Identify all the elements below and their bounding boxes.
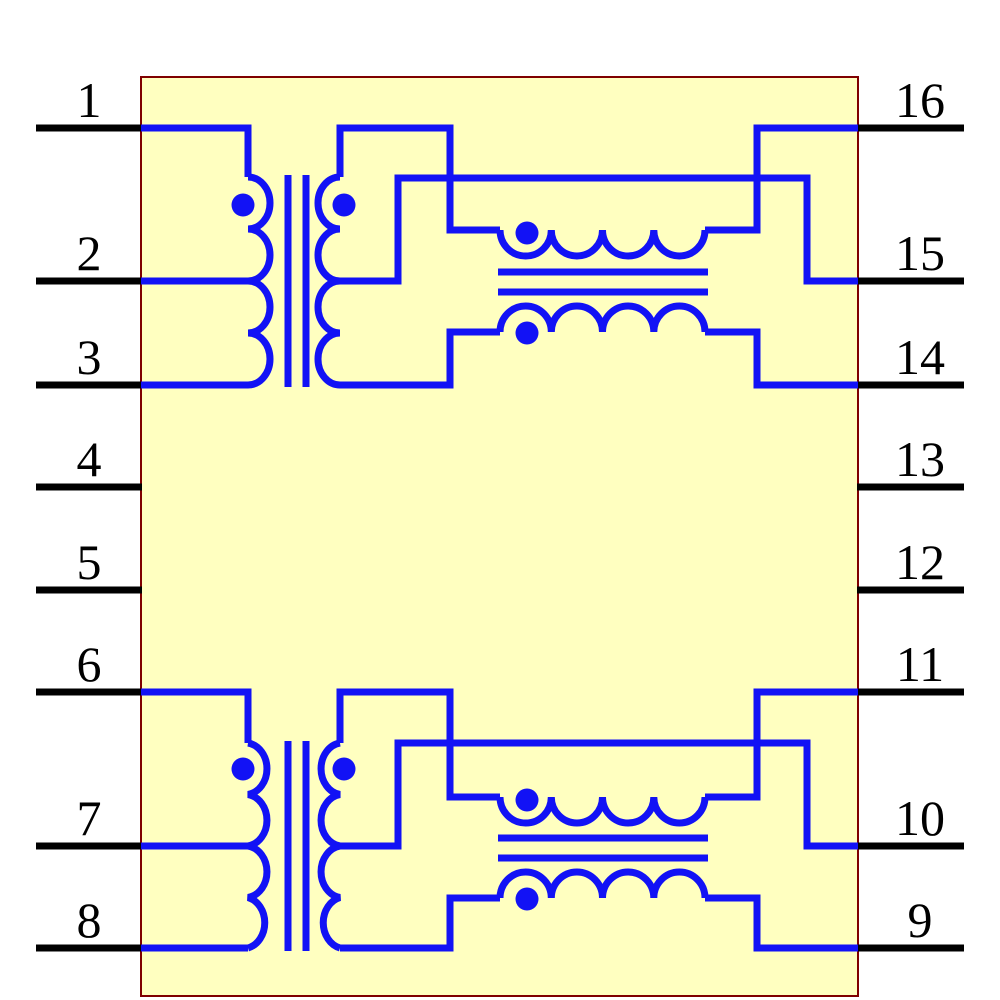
pin-label-6: 6 <box>77 636 102 692</box>
secondary1-bottom-wire <box>340 328 500 389</box>
choke1-to-pin16-wire <box>705 124 858 234</box>
polarity-dot-transformer1-primary <box>231 193 255 217</box>
transformer1-core <box>284 175 310 387</box>
choke1-to-pin14-wire <box>705 328 858 389</box>
pin-label-11: 11 <box>896 636 944 692</box>
transformer1-primary-winding <box>247 173 274 389</box>
polarity-dots <box>231 193 539 911</box>
pin-label-16: 16 <box>895 72 945 128</box>
pin-label-1: 1 <box>77 72 102 128</box>
choke2-core <box>498 834 708 862</box>
pin-label-12: 12 <box>895 534 945 590</box>
secondary1-centertap-to-pin15-wire <box>340 174 858 285</box>
circuit-top <box>141 124 858 389</box>
polarity-dot-choke1-top <box>515 221 539 245</box>
pin-label-8: 8 <box>77 892 102 948</box>
pin-label-9: 9 <box>908 892 933 948</box>
choke1-bottom-winding <box>496 302 709 333</box>
choke2-to-pin9-wire <box>705 894 858 952</box>
circuit-bottom <box>141 688 858 952</box>
pin-label-14: 14 <box>895 329 945 385</box>
secondary2-centertap-to-pin10-wire <box>340 739 858 850</box>
choke2-bottom-winding <box>496 868 709 899</box>
choke1-top-winding <box>496 229 709 260</box>
transformer2-core <box>284 741 310 951</box>
secondary2-top-wire <box>336 688 500 801</box>
pin-label-3: 3 <box>77 329 102 385</box>
secondary2-bottom-wire <box>340 894 500 952</box>
polarity-dot-choke1-bottom <box>515 321 539 345</box>
pin1-wire <box>141 124 252 177</box>
secondary1-top-wire <box>336 124 500 234</box>
polarity-dot-transformer2-primary <box>231 757 255 781</box>
choke2-top-winding <box>496 796 709 827</box>
pin-labels: 1 2 3 4 5 6 7 8 16 15 14 13 12 11 10 9 <box>77 72 946 948</box>
pin-label-13: 13 <box>895 431 945 487</box>
pin-label-4: 4 <box>77 431 102 487</box>
pin-leads <box>36 124 964 952</box>
polarity-dot-transformer2-secondary <box>332 757 356 781</box>
polarity-dot-choke2-bottom <box>515 887 539 911</box>
pin6-wire <box>141 688 252 743</box>
polarity-dot-choke2-top <box>515 788 539 812</box>
pin-label-2: 2 <box>77 225 102 281</box>
pin-label-5: 5 <box>77 534 102 590</box>
polarity-dot-transformer1-secondary <box>332 193 356 217</box>
choke2-to-pin11-wire <box>705 688 858 801</box>
transformer2-primary-winding <box>246 739 271 952</box>
pin-label-7: 7 <box>77 790 102 846</box>
transformer2-secondary-winding <box>317 739 342 952</box>
choke1-core <box>498 268 708 296</box>
pin-label-10: 10 <box>895 790 945 846</box>
pin-label-15: 15 <box>895 225 945 281</box>
